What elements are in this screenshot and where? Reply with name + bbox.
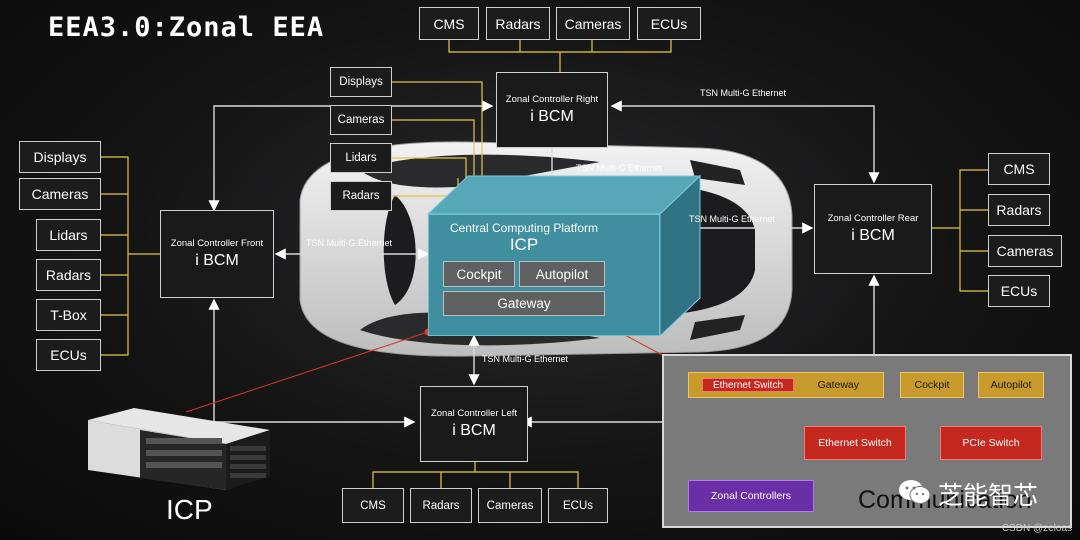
left-device-displays: Displays — [19, 141, 101, 173]
top-device-cameras: Cameras — [556, 7, 630, 40]
communication-panel: Gateway Ethernet Switch Cockpit Autopilo… — [662, 354, 1072, 528]
topleft-device-radars: Radars — [330, 181, 392, 211]
icp-autopilot: Autopilot — [519, 261, 605, 287]
left-device-tbox: T-Box — [36, 299, 101, 331]
top-device-ecus: ECUs — [637, 7, 701, 40]
comm-cockpit: Cockpit — [900, 372, 964, 398]
left-device-radars: Radars — [36, 259, 101, 291]
icp-gateway: Gateway — [443, 291, 605, 316]
right-device-radars: Radars — [988, 194, 1050, 226]
bottom-device-ecus: ECUs — [548, 488, 608, 523]
zonal-controller-left: Zonal Controller Left i BCM — [420, 386, 528, 462]
left-device-cameras: Cameras — [19, 178, 101, 210]
controller-right-title: Zonal Controller Right — [505, 94, 599, 105]
controller-right-sub: i BCM — [530, 108, 574, 125]
comm-ethernet-switch-inner: Ethernet Switch — [702, 378, 794, 392]
comm-pcie-switch: PCIe Switch — [940, 426, 1042, 460]
left-device-ecus: ECUs — [36, 339, 101, 371]
left-device-lidars: Lidars — [36, 219, 101, 251]
watermark-text: 芝能智芯 — [938, 482, 1039, 510]
zonal-controller-front: Zonal Controller Front i BCM — [160, 210, 274, 298]
link-label-right: TSN Multi-G Ethernet — [689, 214, 776, 224]
comm-autopilot: Autopilot — [978, 372, 1044, 398]
topleft-device-displays: Displays — [330, 67, 392, 97]
icp-hardware-label: ICP — [166, 494, 213, 525]
topleft-device-lidars: Lidars — [330, 143, 392, 173]
zonal-controller-rear: Zonal Controller Rear i BCM — [814, 184, 932, 274]
link-label-bottom: TSN Multi-G Ethernet — [482, 354, 569, 364]
right-device-cameras: Cameras — [988, 235, 1062, 267]
right-device-ecus: ECUs — [988, 275, 1050, 307]
icp-title: Central Computing Platform — [449, 221, 599, 235]
link-label-top-right: TSN Multi-G Ethernet — [700, 88, 787, 98]
comm-zonal-controllers: Zonal Controllers — [688, 480, 814, 512]
bottom-device-cameras: Cameras — [478, 488, 542, 523]
right-device-cms: CMS — [988, 153, 1050, 185]
icp-server-illustration — [88, 408, 270, 490]
controller-front-title: Zonal Controller Front — [170, 238, 264, 249]
comm-ethernet-switch: Ethernet Switch — [804, 426, 906, 460]
icp-cube-depth — [426, 174, 702, 338]
link-label-left: TSN Multi-G Ethernet — [306, 238, 393, 248]
wechat-icon — [899, 480, 931, 504]
top-device-cms: CMS — [419, 7, 479, 40]
topleft-device-cameras: Cameras — [330, 105, 392, 135]
controller-rear-title: Zonal Controller Rear — [827, 213, 919, 224]
bottom-device-cms: CMS — [342, 488, 404, 523]
bottom-device-radars: Radars — [410, 488, 472, 523]
link-label-top: TSN Multi-G Ethernet — [576, 163, 663, 173]
controller-rear-sub: i BCM — [851, 227, 895, 244]
central-computing-platform: Central Computing Platform ICP Cockpit A… — [428, 214, 660, 336]
icp-sub: ICP — [509, 235, 539, 254]
page-title: EEA3.0:Zonal EEA — [48, 12, 325, 43]
comm-caption: Communication — [858, 486, 1032, 514]
top-device-radars: Radars — [486, 7, 550, 40]
csdn-credit: CSDN @zeloas — [1001, 523, 1072, 534]
icp-cockpit: Cockpit — [443, 261, 515, 287]
controller-left-title: Zonal Controller Left — [430, 408, 518, 419]
controller-front-sub: i BCM — [195, 252, 239, 269]
controller-left-sub: i BCM — [452, 422, 496, 439]
zonal-controller-right: Zonal Controller Right i BCM — [496, 72, 608, 148]
